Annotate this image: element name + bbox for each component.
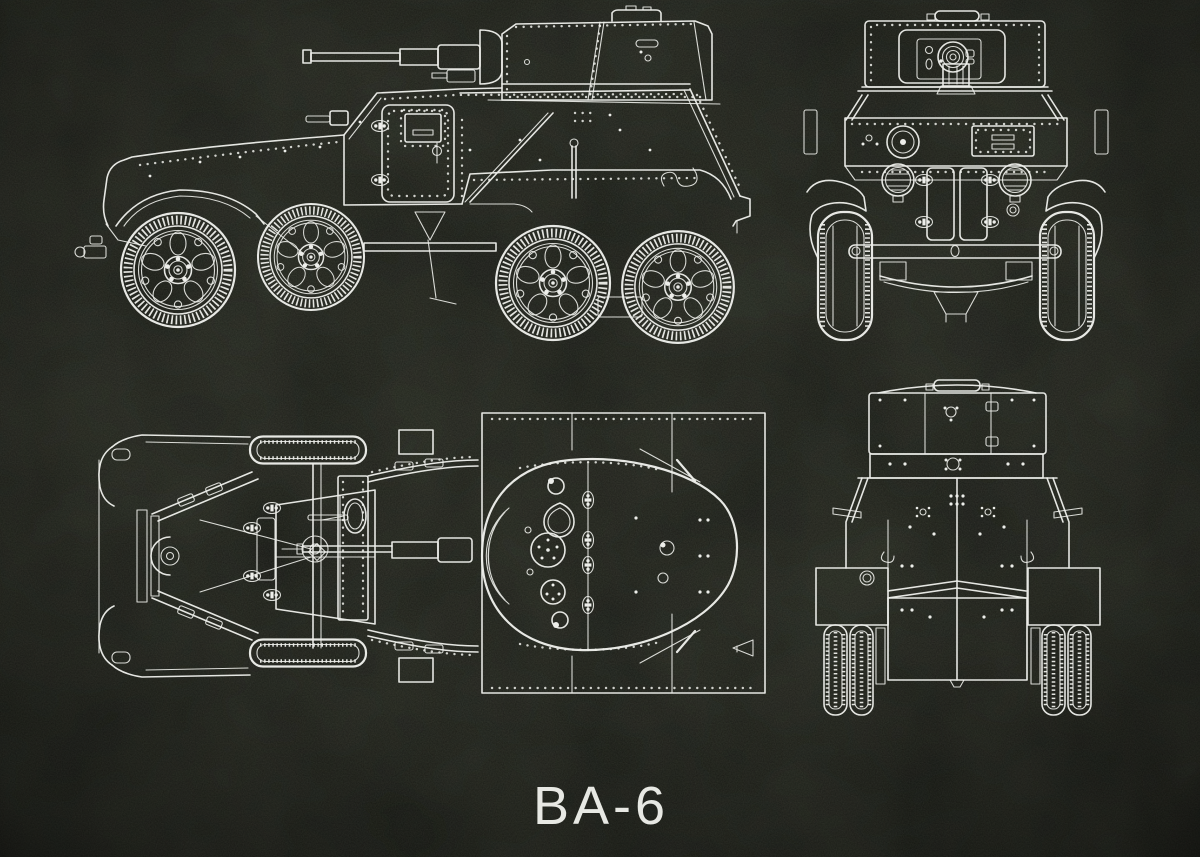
hull-rivets	[148, 113, 652, 178]
front-fender-left	[806, 179, 867, 259]
side-rear-wheel-1	[496, 226, 610, 340]
rear-rivets	[900, 494, 1014, 619]
side-hull	[74, 83, 751, 318]
radiator-door-left	[926, 167, 955, 241]
rear-hull	[815, 453, 1101, 688]
top-view-drawing	[98, 412, 766, 694]
hull-machine-gun	[305, 110, 349, 126]
top-front-end	[98, 434, 327, 678]
front-hull	[803, 86, 1109, 323]
front-view-drawing	[803, 10, 1109, 340]
top-hood-cab	[242, 429, 479, 683]
side-rear-wheel-2	[622, 231, 734, 343]
rear-fender-box-right	[1027, 567, 1101, 626]
turret-port-small	[547, 477, 565, 495]
vision-slit	[635, 39, 659, 48]
turret-hatch	[611, 9, 662, 22]
side-front-wheel	[121, 213, 235, 327]
front-turret	[864, 10, 1046, 95]
top-gun	[296, 537, 473, 563]
tow-hook	[660, 167, 698, 187]
side-door	[370, 104, 455, 203]
copilot-visor	[971, 125, 1035, 157]
side-turret	[302, 5, 721, 105]
front-fender-right	[1045, 179, 1106, 259]
side-view-drawing	[74, 5, 751, 343]
rear-fender-box-left	[815, 567, 889, 626]
top-rear-deck	[481, 412, 766, 694]
driver-visor	[886, 125, 920, 159]
top-turret	[480, 457, 739, 652]
radiator-door-right	[959, 167, 988, 241]
poster-title: BA-6	[533, 776, 669, 836]
commander-hatch	[530, 532, 566, 568]
rear-view-drawing	[815, 379, 1101, 717]
side-spare-wheel	[258, 204, 364, 310]
front-fender	[115, 189, 265, 227]
grab-handles	[675, 458, 697, 654]
